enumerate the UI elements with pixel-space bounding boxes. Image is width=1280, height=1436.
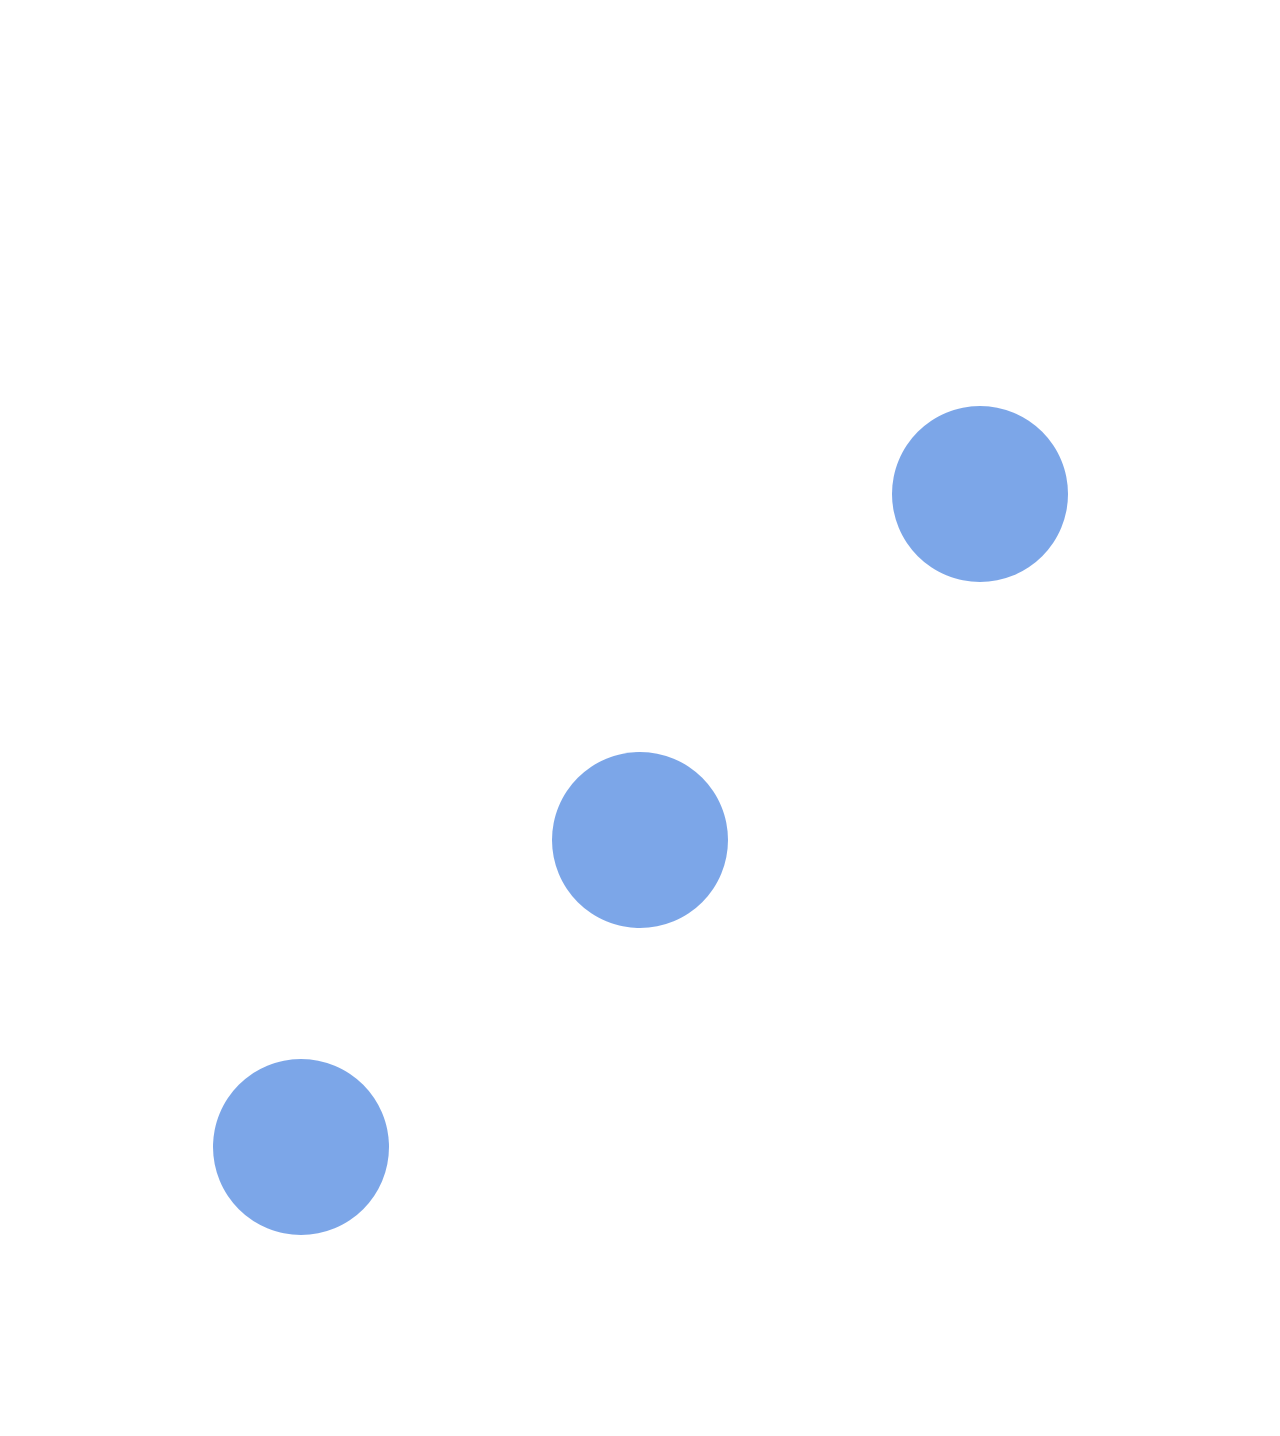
dot-top-right bbox=[892, 406, 1068, 582]
dot-middle bbox=[552, 752, 728, 928]
dot-bottom-left bbox=[213, 1059, 389, 1235]
